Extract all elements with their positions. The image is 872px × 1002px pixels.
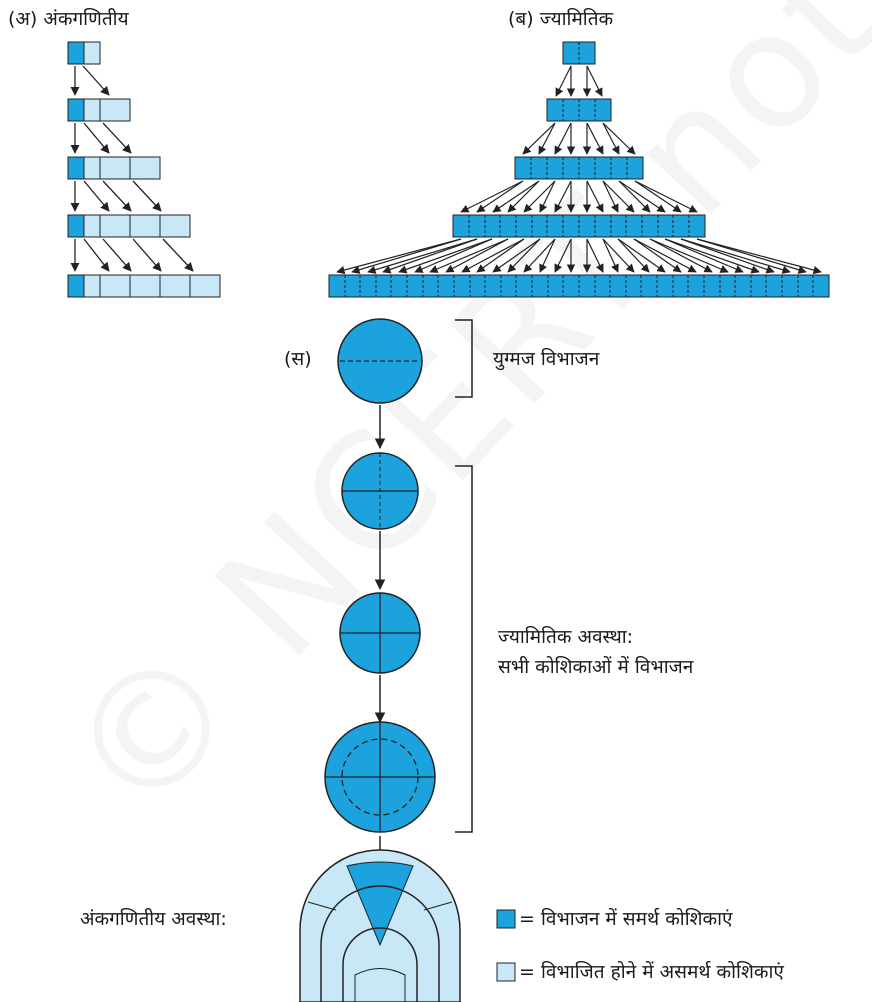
arith-row-1 <box>67 41 101 65</box>
label-geometric-stage-desc: सभी कोशिकाओं में विभाजन <box>498 656 694 678</box>
arithmetic-growth-diagram <box>67 41 221 298</box>
arithmetic-stage-tip <box>299 849 461 1002</box>
legend-dividing-label: = विभाजन में समर्थ कोशिकाएं <box>519 908 733 930</box>
arith-row-4 <box>67 214 191 238</box>
geo-arrows <box>336 65 822 275</box>
zygote-cell <box>337 318 423 404</box>
arith-arrows <box>70 65 194 272</box>
geometric-growth-diagram <box>328 41 830 298</box>
label-geometric-stage: ज्यामितिक अवस्था: <box>498 626 634 648</box>
arith-row-5 <box>67 274 221 298</box>
sixteen-cell-stage <box>324 721 436 833</box>
label-arithmetic-stage: अंकगणितीय अवस्था: <box>80 908 227 930</box>
label-zygote-division: युग्मज विभाजन <box>493 348 600 370</box>
label-b-geometric: (ब) ज्यामितिक <box>508 8 614 30</box>
label-c: (स) <box>284 348 312 370</box>
legend-dividing-swatch <box>496 909 516 929</box>
two-cell-stage <box>341 452 419 530</box>
legend-nondividing-swatch <box>496 962 516 982</box>
four-cell-stage <box>339 592 421 674</box>
arith-row-2 <box>67 98 131 122</box>
legend-nondividing-label: = विभाजित होने में असमर्थ कोशिकाएं <box>519 961 784 983</box>
label-a-arithmetic: (अ) अंकगणितीय <box>8 8 129 30</box>
arith-row-3 <box>67 156 161 180</box>
zygote-bracket <box>455 319 473 398</box>
geometric-bracket <box>455 465 473 833</box>
